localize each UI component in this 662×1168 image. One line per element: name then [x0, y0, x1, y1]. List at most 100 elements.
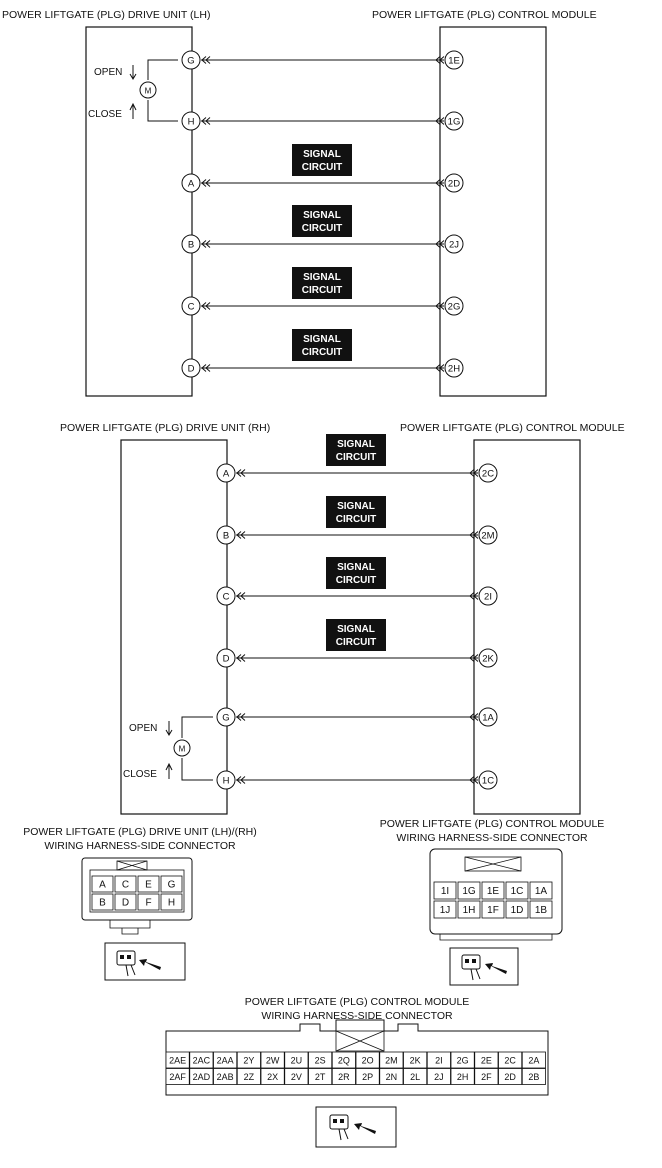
connector-cell-label: 2O: [362, 1056, 374, 1066]
connector-cell: 2H: [450, 1068, 475, 1085]
connector-cell: 2Z: [236, 1068, 261, 1085]
drive-pin-label: A: [188, 179, 195, 190]
connector-mark: [435, 240, 445, 248]
connector-cell: 1A: [529, 881, 553, 900]
connector-cell: 2Q: [331, 1051, 356, 1069]
signal-box-bg: [326, 434, 386, 466]
connector-cell: 2AB: [213, 1068, 238, 1085]
drive-pin: [216, 463, 236, 483]
signal-text-line2: CIRCUIT: [302, 347, 343, 358]
connector-cell: 1D: [505, 900, 529, 919]
connector-cell-label: F: [145, 898, 151, 909]
connector-mark: [201, 364, 211, 372]
connector-cell-label: 2C: [504, 1056, 516, 1066]
drive-pin: [181, 296, 201, 316]
connector-mark: [435, 364, 445, 372]
connector-cell-label: 2V: [291, 1072, 302, 1082]
module-pin: [444, 296, 464, 316]
connector-cell-label: 2S: [315, 1056, 326, 1066]
module-pin: [478, 707, 498, 727]
drive-pin-label: G: [222, 713, 229, 724]
connector-cell-label: 1C: [511, 886, 524, 897]
drive-pin-label: D: [188, 364, 195, 375]
connector-cell-label: 2Y: [243, 1056, 254, 1066]
connector-cell-label: 2G: [457, 1056, 469, 1066]
signal-text-line1: SIGNAL: [303, 272, 341, 283]
module-connector1-base: [439, 934, 553, 941]
module-connector1-latch: [464, 856, 522, 872]
connector-cell-label: 2U: [291, 1056, 303, 1066]
connector-mark: [469, 713, 479, 721]
connector-cell: 1E: [481, 881, 505, 900]
signal-text-line2: CIRCUIT: [336, 452, 377, 463]
connector-cell: 2I: [426, 1051, 451, 1069]
connector-mark: [201, 117, 211, 125]
module-connector2-view-icon: [315, 1106, 397, 1148]
bottom-motor: OPEN CLOSE M: [123, 716, 213, 781]
connector-cell: 1G: [457, 881, 481, 900]
connector-cell-label: C: [122, 880, 129, 891]
connector-cell: 1H: [457, 900, 481, 919]
signal-box-bg: [326, 619, 386, 651]
bottom-open-label: OPEN: [129, 723, 157, 734]
signal-box-bg: [326, 557, 386, 589]
module-pin-label: 1A: [482, 713, 494, 724]
top-section: POWER LIFTGATE (PLG) DRIVE UNIT (LH) POW…: [2, 9, 597, 397]
signal-text-line2: CIRCUIT: [336, 637, 377, 648]
connector-mark: [469, 776, 479, 784]
signal-text-line2: CIRCUIT: [336, 514, 377, 525]
module-pin: [444, 358, 464, 378]
signal-circuit-box: SIGNAL CIRCUIT: [292, 329, 352, 361]
module-pin-label: 2H: [448, 364, 460, 375]
connector-cell-label: 2AA: [217, 1056, 234, 1066]
module-pin-label: 2M: [481, 531, 494, 542]
drive-pin-label: B: [188, 240, 194, 251]
connector-cell: 1I: [433, 881, 457, 900]
drive-pin-label: H: [223, 776, 230, 787]
top-close-label: CLOSE: [88, 109, 122, 120]
signal-text-line1: SIGNAL: [303, 334, 341, 345]
module-pin: [478, 770, 498, 790]
top-motor: OPEN CLOSE M: [88, 59, 178, 122]
drive-pin-label: D: [223, 654, 230, 665]
connector-cell-label: 2Z: [244, 1072, 255, 1082]
connector-cell-label: 2A: [528, 1056, 539, 1066]
connector-cell-label: 2H: [457, 1072, 469, 1082]
drive-pin: [216, 586, 236, 606]
connector-cell-label: H: [168, 898, 175, 909]
top-drive-unit-box: [85, 26, 193, 397]
connector-cell-label: 2T: [315, 1072, 326, 1082]
connector-cell-label: 1H: [463, 905, 476, 916]
connector-cell-label: 1E: [487, 886, 500, 897]
module-pin: [444, 173, 464, 193]
module-pin-label: 2J: [449, 240, 459, 251]
connector-cell: H: [160, 893, 183, 911]
bottom-control-module-title: POWER LIFTGATE (PLG) CONTROL MODULE: [400, 422, 625, 434]
connector-cell-label: 2M: [385, 1056, 398, 1066]
connector-cell-label: 2P: [362, 1072, 373, 1082]
connector-cell: 2AF: [165, 1068, 190, 1085]
bottom-motor-wiring: [181, 716, 213, 781]
connector-cell: 2J: [426, 1068, 451, 1085]
module-pin: [444, 111, 464, 131]
connector-cell-label: 2Q: [338, 1056, 350, 1066]
module-pin-label: 1C: [482, 776, 494, 787]
connector-cell-label: 2AC: [193, 1056, 211, 1066]
connector-cell-label: 2L: [410, 1072, 420, 1082]
signal-text-line1: SIGNAL: [303, 149, 341, 160]
module-pin-label: 2I: [484, 592, 492, 603]
connector-cell-label: 2D: [504, 1072, 516, 1082]
module-pin: [478, 463, 498, 483]
connector-cell: 2AE: [165, 1051, 190, 1069]
connector-cell-label: A: [99, 880, 106, 891]
connector-cell: 2V: [284, 1068, 309, 1085]
